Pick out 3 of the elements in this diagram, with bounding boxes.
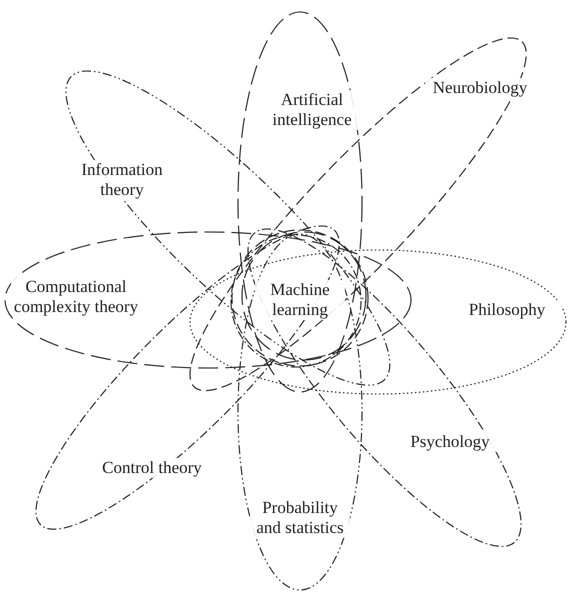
area-label: Computational complexity theory (11, 277, 141, 317)
area-label: Machine learning (255, 280, 345, 320)
area-label: Probability and statistics (250, 498, 350, 538)
